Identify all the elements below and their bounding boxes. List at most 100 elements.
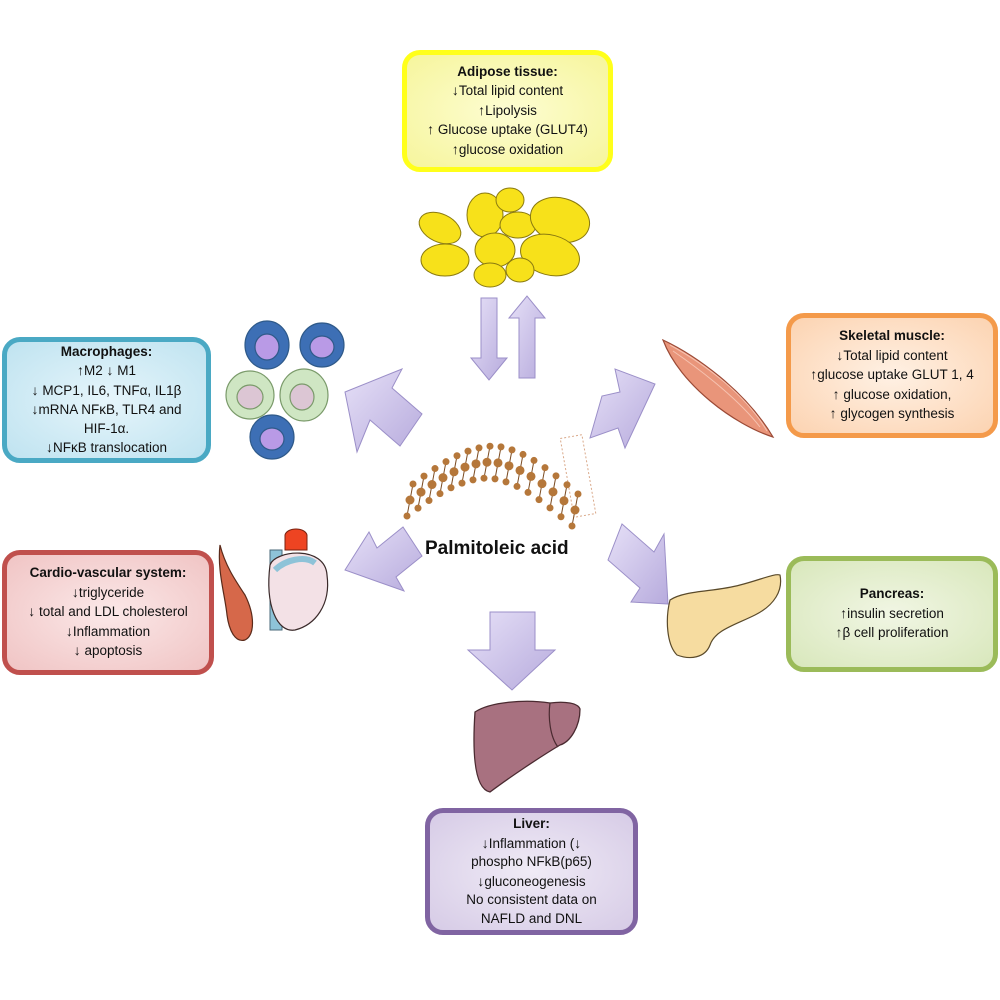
arrow-up-icon: ↑ bbox=[76, 362, 84, 378]
molecule-atom bbox=[414, 504, 422, 512]
macrophages-line-4: HIF-1α. bbox=[83, 420, 130, 436]
molecule-atom bbox=[548, 487, 558, 497]
arrow-up-icon: ↑ bbox=[835, 624, 843, 641]
arrow-down-icon: ↓ bbox=[31, 381, 39, 398]
molecule-atom bbox=[438, 473, 448, 483]
molecule-atom bbox=[409, 480, 417, 488]
cardio-line-4: ↓ apoptosis bbox=[73, 642, 143, 659]
arrow-down-icon: ↓ bbox=[477, 872, 485, 889]
molecule-atom bbox=[458, 479, 466, 487]
molecule-atom bbox=[405, 495, 415, 505]
molecule-atom bbox=[524, 488, 532, 496]
arrow-down-icon: ↓ bbox=[574, 834, 582, 851]
molecule-atom bbox=[508, 446, 516, 454]
adipose-line-1: ↓Total lipid content bbox=[451, 82, 564, 99]
arrow-up-icon: ↑ bbox=[451, 140, 459, 157]
liver-title: Liver: bbox=[513, 816, 550, 831]
center-label-palmitoleic-acid: Palmitoleic acid bbox=[425, 538, 569, 559]
molecule-atom bbox=[436, 490, 444, 498]
molecule-atom bbox=[416, 487, 426, 497]
molecule-atom bbox=[557, 513, 565, 521]
molecule-atom bbox=[513, 482, 521, 490]
pancreas-title: Pancreas: bbox=[859, 586, 925, 602]
arrow-down-icon: ↓ bbox=[45, 439, 53, 455]
macrophages-line-1: ↑M2 ↓ M1 bbox=[76, 362, 137, 378]
muscle-line-1: ↓Total lipid content bbox=[836, 346, 948, 363]
liver-line-1: ↓Inflammation (↓ bbox=[481, 834, 582, 851]
arrow-to-cardio bbox=[344, 526, 423, 592]
cardio-line-1: ↓triglyceride bbox=[71, 583, 145, 600]
muscle-title: Skeletal muscle: bbox=[839, 328, 945, 344]
molecule-atom bbox=[504, 461, 514, 471]
arrow-down-icon: ↓ bbox=[451, 82, 459, 99]
molecule-atom bbox=[563, 481, 571, 489]
muscle-line-3: ↑ glucose oxidation, bbox=[832, 385, 952, 402]
adipose-tissue-box: Adipose tissue: ↓Total lipid content ↑Li… bbox=[402, 50, 613, 172]
macrophages-line-3: ↓mRNA NFκB, TLR4 and bbox=[31, 401, 182, 417]
molecule-atom bbox=[541, 464, 549, 472]
molecule-atom bbox=[420, 472, 428, 480]
molecule-atom bbox=[469, 476, 477, 484]
liver-box: Liver: ↓Inflammation (↓ phospho NFkB(p65… bbox=[425, 808, 638, 935]
arrow-up-icon: ↑ bbox=[478, 101, 486, 118]
molecule-atom bbox=[491, 475, 499, 483]
liver-line-4: No consistent data on bbox=[466, 892, 597, 907]
cardio-title: Cardio-vascular system: bbox=[29, 565, 187, 581]
adipose-line-2: ↑Lipolysis bbox=[478, 101, 537, 118]
molecule-atom bbox=[471, 459, 481, 469]
molecule-atom bbox=[570, 505, 580, 515]
skeletal-muscle-box: Skeletal muscle: ↓Total lipid content ↑g… bbox=[786, 313, 998, 438]
molecule-atom bbox=[460, 462, 470, 472]
skeletal-muscle-illustration bbox=[661, 338, 775, 439]
arrow-to-muscle bbox=[589, 368, 656, 450]
liver-illustration bbox=[473, 700, 581, 793]
adipocytes-illustration bbox=[418, 187, 591, 288]
molecule-atom bbox=[493, 458, 503, 468]
molecule-atom bbox=[574, 490, 582, 498]
liver-line-5: NAFLD and DNL bbox=[480, 910, 583, 926]
liver-line-2: phospho NFkB(p65) bbox=[471, 854, 592, 869]
muscle-line-2: ↑glucose uptake GLUT 1, 4 bbox=[810, 366, 974, 383]
adipose-line-3: ↑ Glucose uptake (GLUT4) bbox=[427, 121, 588, 138]
cardio-line-2: ↓ total and LDL cholesterol bbox=[28, 603, 188, 620]
molecule-atom bbox=[546, 504, 554, 512]
molecule-atom bbox=[427, 480, 437, 490]
molecule-atom bbox=[464, 447, 472, 455]
arrow-up-icon: ↑ bbox=[832, 385, 840, 402]
macrophages-line-2: ↓ MCP1, IL6, TNFα, IL1β bbox=[31, 381, 182, 398]
arrow-up-icon: ↑ bbox=[829, 405, 837, 422]
molecule-atom bbox=[526, 471, 536, 481]
molecule-atom bbox=[480, 474, 488, 482]
molecule-atom bbox=[447, 484, 455, 492]
molecule-atom bbox=[537, 479, 547, 489]
macrophages-box: Macrophages: ↑M2 ↓ M1 ↓ MCP1, IL6, TNFα,… bbox=[2, 337, 211, 463]
arrow-down-icon: ↓ bbox=[65, 622, 73, 639]
arrow-down-icon: ↓ bbox=[481, 834, 489, 851]
arrow-up-icon: ↑ bbox=[840, 604, 848, 621]
muscle-line-4: ↑ glycogen synthesis bbox=[829, 405, 955, 422]
molecule-atom bbox=[530, 456, 538, 464]
macrophages-line-5: ↓NFκB translocation bbox=[45, 439, 168, 455]
molecule-atom bbox=[482, 457, 492, 467]
arrow-down-icon: ↓ bbox=[31, 401, 39, 417]
molecule-atom bbox=[502, 478, 510, 486]
molecule-atom bbox=[449, 467, 459, 477]
arrow-down-icon: ↓ bbox=[71, 583, 79, 600]
molecule-atom bbox=[475, 444, 483, 452]
molecule-atom bbox=[515, 465, 525, 475]
molecule-atom bbox=[425, 497, 433, 505]
arrow-to-macrophages bbox=[344, 368, 423, 454]
arrow-to-liver bbox=[466, 611, 557, 691]
heart-illustration bbox=[218, 528, 329, 641]
macrophages-illustration bbox=[225, 320, 345, 460]
arrow-down-icon: ↓ bbox=[28, 603, 36, 620]
arrow-down-icon: ↓ bbox=[836, 346, 844, 363]
arrow-down-icon: ↓ bbox=[73, 642, 81, 659]
pancreas-box: Pancreas: ↑insulin secretion ↑β cell pro… bbox=[786, 556, 998, 672]
arrow-to-pancreas bbox=[607, 523, 669, 605]
molecule-atom bbox=[442, 458, 450, 466]
molecule-atom bbox=[431, 465, 439, 473]
arrow-down-icon: ↓ bbox=[106, 362, 114, 378]
molecule-atom bbox=[568, 522, 576, 530]
